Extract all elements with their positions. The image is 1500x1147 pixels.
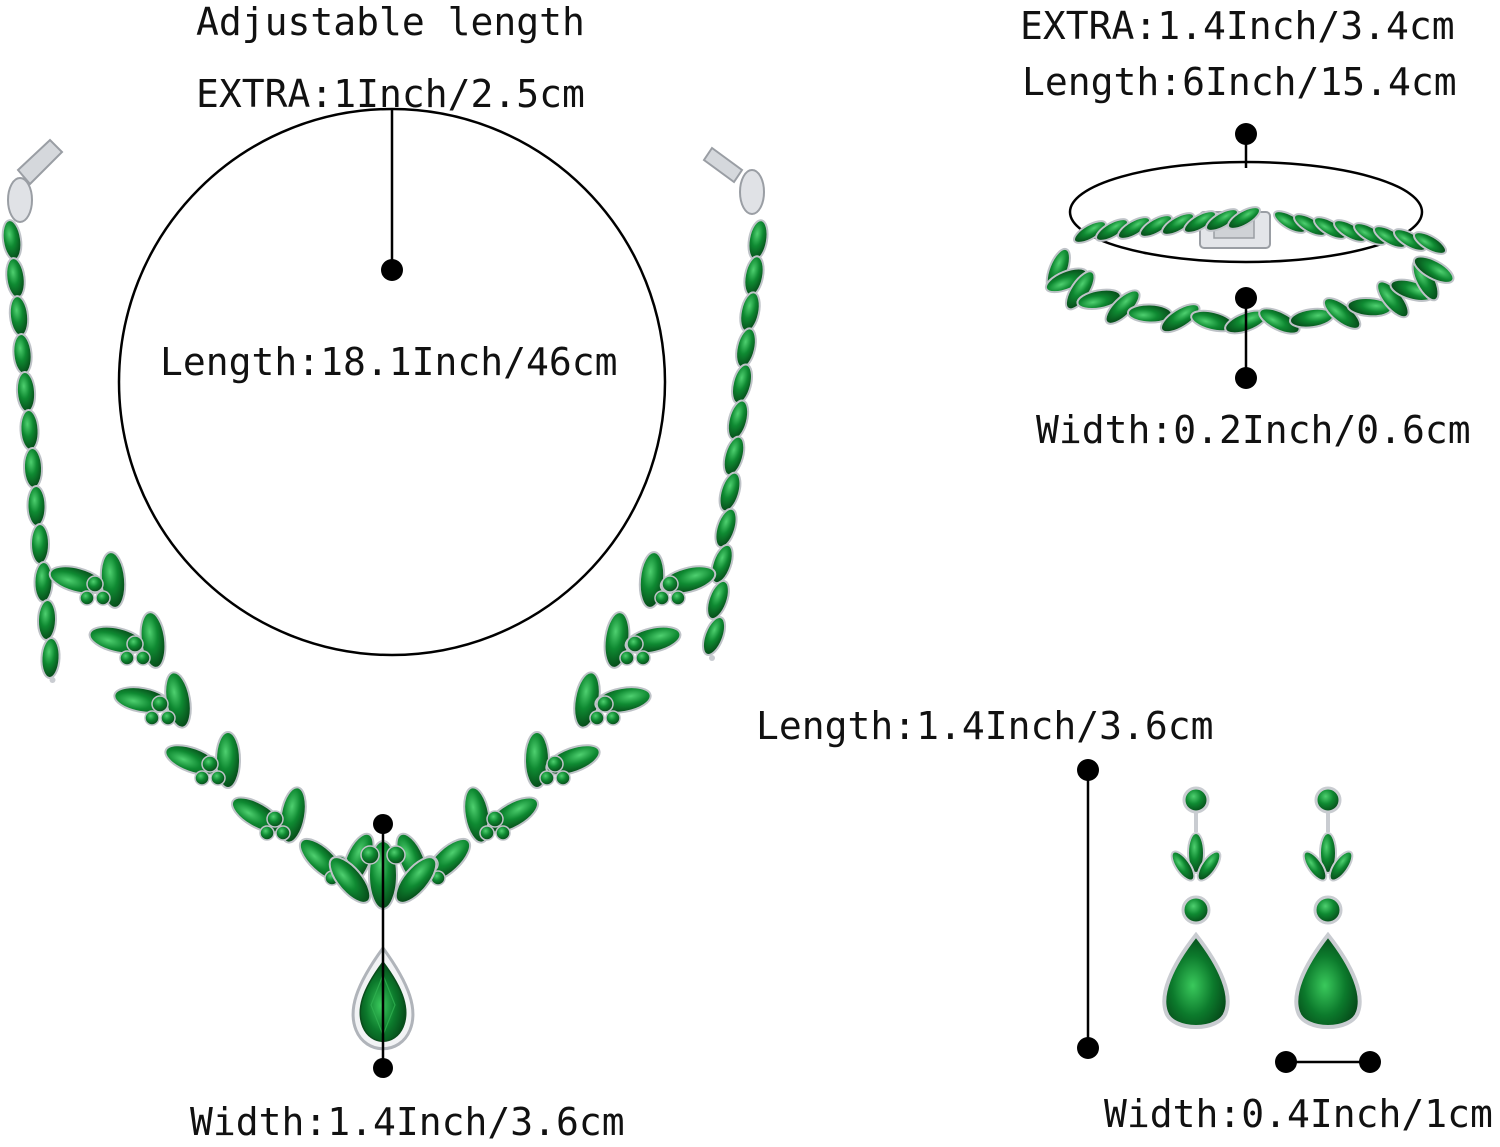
necklace-length-diagram <box>117 107 667 657</box>
gem-stone-round <box>619 650 635 666</box>
gem-stone-round <box>201 755 219 773</box>
gem-stone-round <box>539 770 555 786</box>
gem-stone <box>710 543 734 585</box>
gem-stone <box>1183 210 1217 234</box>
necklace-length-circle <box>117 107 667 657</box>
gem-stone <box>26 485 47 527</box>
gem-stone <box>1227 206 1261 230</box>
gem-stone-round <box>360 845 380 865</box>
gem-stone-round <box>160 710 176 726</box>
earring-width-label: Width:0.4Inch/1cm <box>1104 1092 1493 1136</box>
gem-stone <box>5 257 26 299</box>
gem-stone <box>1258 307 1301 335</box>
gem-stone-round <box>486 810 504 828</box>
necklace-adjustable-label: Adjustable length <box>196 0 585 44</box>
gem-stone-round <box>626 635 644 653</box>
necklace-leaf-clusters <box>48 551 717 910</box>
gem-stone <box>1076 288 1122 311</box>
gem-stone <box>731 363 753 405</box>
necklace-extra-label: EXTRA:1Inch/2.5cm <box>196 72 585 116</box>
gem-stone <box>1117 216 1151 240</box>
bracelet-extra-dot <box>1235 123 1257 145</box>
gem-stone-round <box>589 710 605 726</box>
gem-stone-round <box>79 590 95 606</box>
gem-stone <box>22 447 44 489</box>
gem-stone-round <box>259 825 275 841</box>
gem-stone <box>1 219 23 261</box>
earring-width-marker <box>1275 1051 1381 1073</box>
gem-stone-round <box>135 650 151 666</box>
gem-stone <box>1160 303 1201 334</box>
gem-stone <box>15 371 37 413</box>
gem-stone <box>328 856 372 904</box>
gem-stone <box>1413 231 1447 255</box>
gem-stone <box>12 333 33 375</box>
bracelet <box>1044 123 1455 389</box>
gem-stone <box>1073 220 1107 244</box>
bracelet-length-label: Length:6Inch/15.4cm <box>1022 60 1457 104</box>
necklace-width-label: Width:1.4Inch/3.6cm <box>190 1100 625 1144</box>
necklace-chain <box>1 219 769 683</box>
gem-stone-round <box>151 695 169 713</box>
gem-stone-round <box>386 845 406 865</box>
gem-stone <box>36 599 58 641</box>
gem-stone <box>747 219 769 261</box>
gem-stone <box>33 561 54 603</box>
earring-length-label: Length:1.4Inch/3.6cm <box>756 704 1214 748</box>
necklace-clasp-right <box>702 146 765 215</box>
gem-stone <box>735 327 757 369</box>
gem-stone-round <box>479 825 495 841</box>
gem-stone-round <box>546 755 564 773</box>
earring-right <box>1294 786 1362 1029</box>
gem-stone-round <box>144 710 160 726</box>
bracelet-width-label: Width:0.2Inch/0.6cm <box>1036 408 1471 452</box>
gem-stone <box>1412 255 1455 284</box>
gem-stone <box>40 637 61 679</box>
gem-stone <box>1205 208 1239 232</box>
gem-stone <box>722 435 746 477</box>
necklace-width-marker <box>373 814 393 1078</box>
gem-stone <box>706 579 730 621</box>
gem-stone-round <box>555 770 571 786</box>
necklace-length-label: Length:18.1Inch/46cm <box>160 340 618 384</box>
gem-stone-round <box>275 825 291 841</box>
gem-stone-round <box>126 635 144 653</box>
gem-stone-round <box>495 825 511 841</box>
gem-stone-round <box>119 650 135 666</box>
gem-stone <box>743 255 765 297</box>
gem-stone <box>701 616 727 656</box>
gem-stone <box>8 295 30 337</box>
gem-stone <box>1095 218 1129 242</box>
gem-stone <box>714 507 738 549</box>
gem-stone-round <box>266 810 284 828</box>
gem-stone-round <box>596 695 614 713</box>
gem-stone <box>726 399 750 441</box>
gem-stone-round <box>95 590 111 606</box>
necklace-extra-dot <box>381 259 403 281</box>
earring-length-marker <box>1077 759 1099 1059</box>
gem-stone <box>394 856 438 904</box>
gem-stone-round <box>635 650 651 666</box>
gem-stone <box>1161 212 1195 236</box>
gem-stone <box>1139 214 1173 238</box>
bracelet-stones <box>1044 206 1455 335</box>
gem-stone-round <box>605 710 621 726</box>
gem-stone-round <box>86 575 104 593</box>
necklace-clasp-left <box>7 138 64 223</box>
gem-stone-round <box>210 770 226 786</box>
gem-stone <box>19 409 40 451</box>
earring-left <box>1162 786 1230 1029</box>
gem-stone <box>739 291 761 333</box>
gem-stone-round <box>194 770 210 786</box>
gem-stone-round <box>654 590 670 606</box>
gem-stone-round <box>661 575 679 593</box>
gem-stone <box>718 471 742 513</box>
bracelet-extra-label: EXTRA:1.4Inch/3.4cm <box>1020 4 1455 48</box>
gem-stone-round <box>670 590 686 606</box>
gem-stone <box>30 523 50 565</box>
